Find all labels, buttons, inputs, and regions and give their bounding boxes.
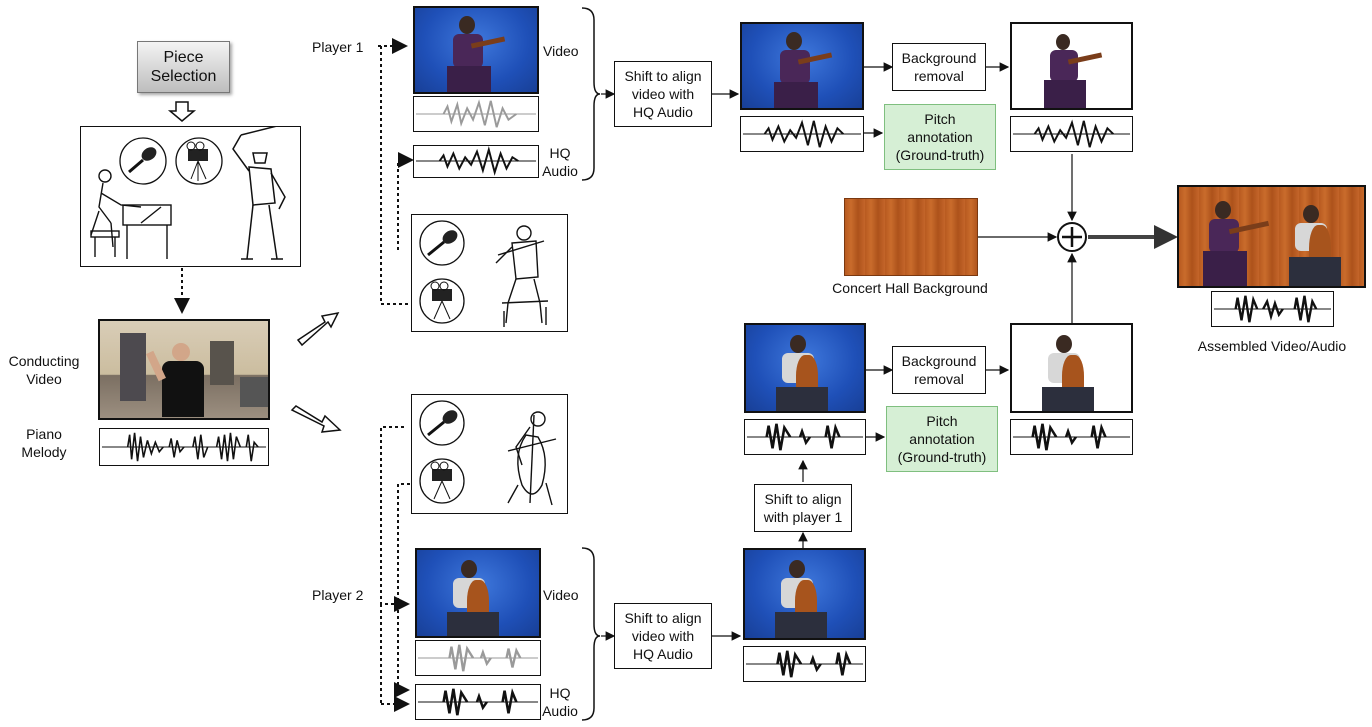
microphone-icon xyxy=(419,220,465,266)
video-camera-icon xyxy=(419,458,465,504)
player2-recording-sketch xyxy=(411,394,568,514)
microphone-icon xyxy=(419,400,465,446)
player2-removed-background-photo xyxy=(1010,323,1133,413)
assembled-label: Assembled Video/Audio xyxy=(1197,338,1347,354)
player2-hq-aligned-waveform xyxy=(743,646,866,682)
player1-background-removal-box: Background removal xyxy=(892,43,986,91)
player1-camera-audio-waveform xyxy=(413,96,539,132)
cellist-sketch xyxy=(507,411,557,506)
violin-player-photo xyxy=(413,6,539,94)
player1-pitch-annotation-box: Pitch annotation (Ground-truth) xyxy=(884,104,996,170)
player1-hq-audio-waveform xyxy=(413,145,539,178)
assembled-video-photo xyxy=(1177,185,1366,288)
player2-pitch-annotation-box: Pitch annotation (Ground-truth) xyxy=(886,406,998,472)
player2-align-box: Shift to align video with HQ Audio xyxy=(614,603,712,669)
conductor-photo xyxy=(98,319,270,420)
concert-hall-label: Concert Hall Background xyxy=(832,280,988,296)
player2-final-waveform xyxy=(1010,419,1133,455)
microphone-icon xyxy=(119,137,167,185)
assembled-audio-waveform xyxy=(1211,291,1334,327)
recording-setup-sketch xyxy=(80,124,301,267)
player2-hq-audio-waveform xyxy=(415,684,541,720)
p1-dot-hq xyxy=(397,152,414,250)
brace-player2 xyxy=(581,547,601,721)
cello-player-photo xyxy=(415,548,541,638)
player2-hq-audio-label: HQ Audio xyxy=(542,685,578,719)
arrow-selection-down xyxy=(167,101,197,122)
player1-hq-audio-label: HQ Audio xyxy=(542,145,578,179)
plus-circle-icon xyxy=(1057,222,1087,252)
brace-player1 xyxy=(581,7,601,181)
player2-camera-audio-waveform xyxy=(415,640,541,676)
player2-aligned-waveform xyxy=(744,419,866,455)
video-camera-icon xyxy=(419,278,465,324)
piano-melody-label: Piano Melody xyxy=(21,426,67,460)
p1-dot-mic xyxy=(380,46,408,305)
conductor-sketch xyxy=(232,124,286,260)
player1-final-waveform xyxy=(1010,116,1133,152)
pianist-sketch xyxy=(90,169,172,259)
arrow-up-to-player1 xyxy=(296,311,340,347)
piano-melody-waveform xyxy=(99,428,269,466)
player2-video-label: Video xyxy=(543,587,579,603)
player2-hq-aligned-photo xyxy=(743,548,866,640)
violinist-sketch xyxy=(495,225,549,327)
p2-dot-video xyxy=(380,426,410,612)
player1-aligned-photo xyxy=(740,22,864,110)
align-with-player1-box: Shift to align with player 1 xyxy=(754,484,852,532)
player1-removed-background-photo xyxy=(1010,22,1133,110)
video-camera-icon xyxy=(175,137,223,185)
player2-label: Player 2 xyxy=(312,587,364,603)
player2-aligned-photo xyxy=(744,323,866,413)
player1-aligned-waveform xyxy=(740,116,864,152)
player1-align-box: Shift to align video with HQ Audio xyxy=(614,61,712,127)
player2-background-removal-box: Background removal xyxy=(892,346,986,394)
player1-label: Player 1 xyxy=(312,39,364,55)
player1-video-label: Video xyxy=(543,43,579,59)
p2-dot-hq xyxy=(394,483,410,698)
player1-recording-sketch xyxy=(411,214,568,332)
arrow-down-to-player2 xyxy=(290,405,342,433)
conducting-video-label: Conducting Video xyxy=(8,353,80,387)
concert-hall-photo xyxy=(844,198,978,276)
piece-selection-button: Piece Selection xyxy=(137,41,230,93)
